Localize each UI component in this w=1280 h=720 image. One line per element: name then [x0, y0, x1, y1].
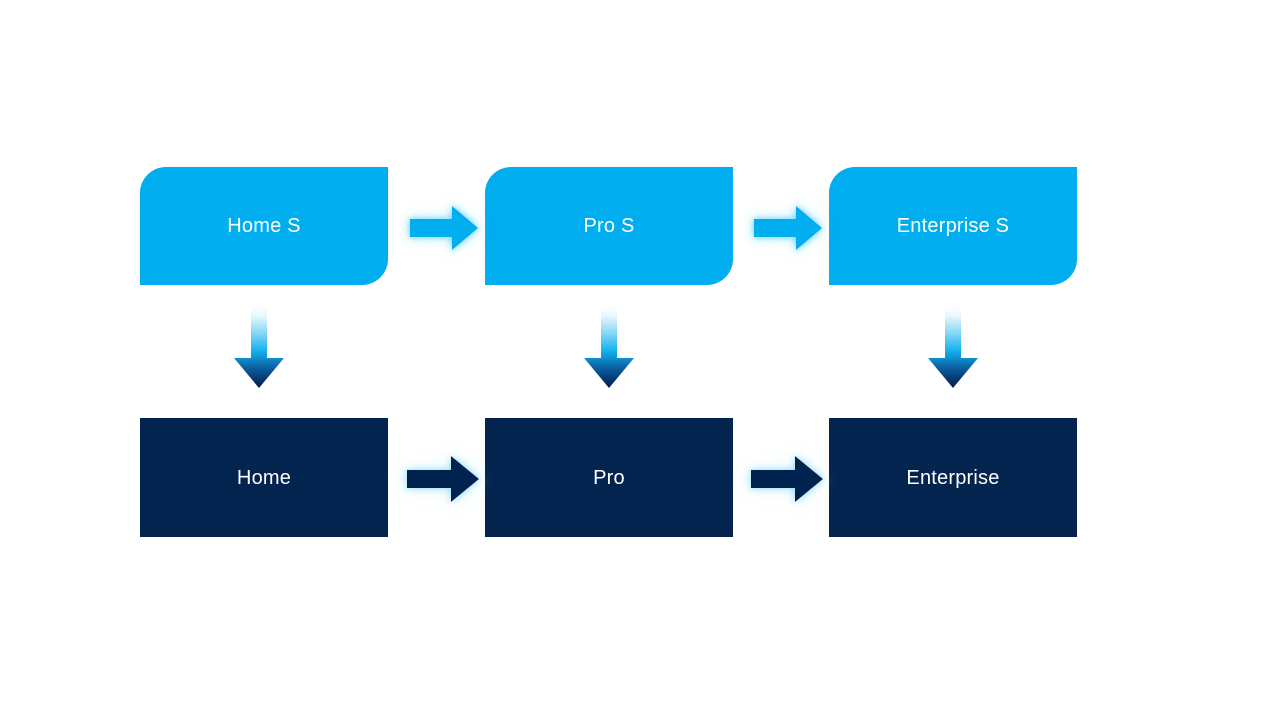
- arrow-right-icon-product-2: [748, 453, 826, 505]
- arrow-down-icon-pro: [581, 306, 637, 390]
- service-box-home-s-label: Home S: [227, 215, 301, 237]
- product-box-enterprise-label: Enterprise: [906, 466, 1000, 489]
- arrow-right-icon-product-1: [404, 453, 482, 505]
- service-box-pro-s[interactable]: Pro S: [485, 167, 733, 285]
- service-box-pro-s-label: Pro S: [583, 215, 635, 237]
- product-box-home-label: Home: [236, 466, 292, 489]
- service-box-enterprise-s[interactable]: Enterprise S: [829, 167, 1077, 285]
- arrow-right-icon-service-2: [752, 203, 824, 253]
- product-box-pro-label: Pro: [593, 466, 625, 489]
- arrow-down-icon-enterprise: [925, 306, 981, 390]
- product-box-home[interactable]: Home: [140, 418, 388, 537]
- service-box-home-s[interactable]: Home S: [140, 167, 388, 285]
- product-box-pro[interactable]: Pro: [485, 418, 733, 537]
- service-box-enterprise-s-label: Enterprise S: [896, 215, 1010, 237]
- arrow-right-icon-service-1: [408, 203, 480, 253]
- arrow-down-icon-home: [231, 306, 287, 390]
- product-box-enterprise[interactable]: Enterprise: [829, 418, 1077, 537]
